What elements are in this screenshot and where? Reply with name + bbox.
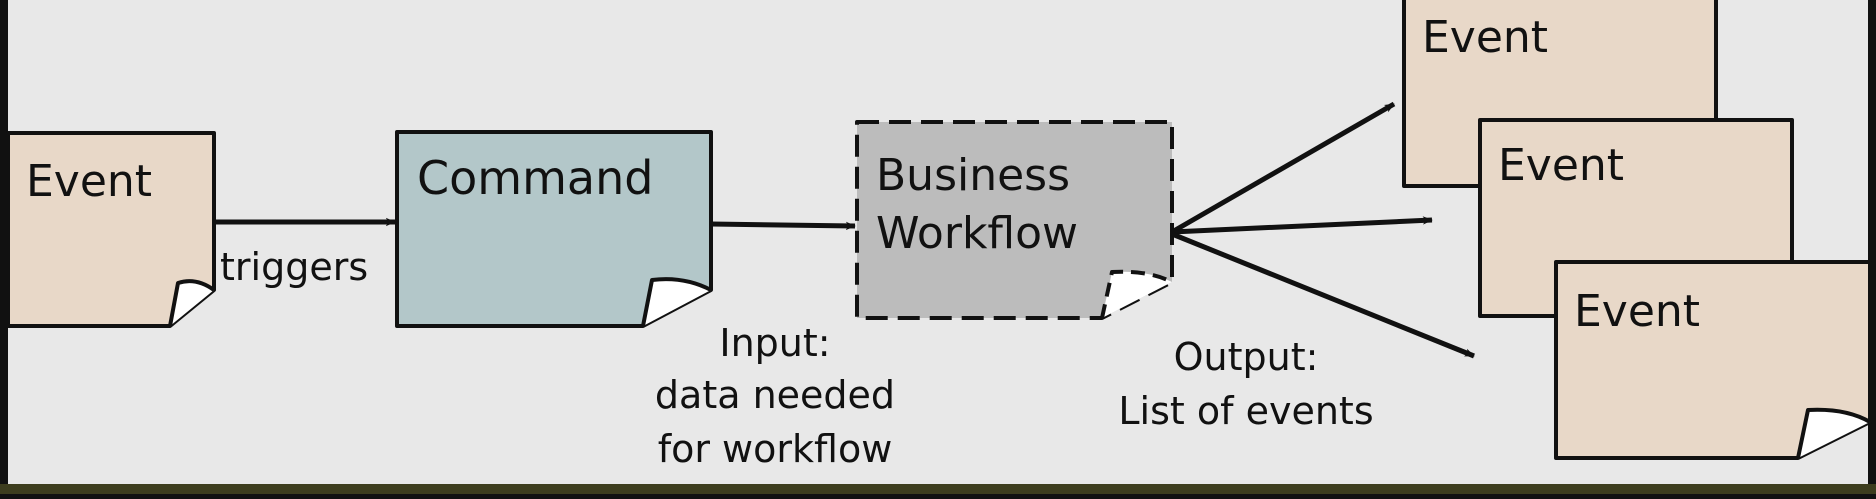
arrow-workflow-to-event-1: [1170, 101, 1396, 235]
input-label-line2: data needed: [655, 373, 895, 417]
workflow-label-line1: Business: [876, 150, 1070, 201]
input-label-line3: for workflow: [658, 427, 893, 471]
command-note: Command: [395, 130, 713, 328]
page-curl-icon: [1796, 407, 1872, 459]
page-curl-icon: [641, 277, 712, 327]
output-label-line2: List of events: [1118, 389, 1373, 433]
triggers-label: triggers: [220, 245, 368, 289]
event-source-label: Event: [26, 156, 152, 207]
page-curl-icon: [168, 279, 216, 327]
event-output-label-3: Event: [1574, 286, 1700, 337]
arrow-workflow-to-event-2: [1171, 216, 1433, 235]
arrow-workflow-to-event-3: [1171, 231, 1475, 359]
command-label: Command: [417, 151, 653, 205]
event-output-note-3: Event: [1554, 260, 1872, 460]
business-workflow-note: Business Workflow: [855, 120, 1174, 320]
event-source-note: Event: [6, 131, 216, 328]
output-label-line1: Output:: [1174, 335, 1319, 379]
arrow-command-to-workflow: [710, 221, 856, 231]
workflow-label-line2: Workflow: [876, 208, 1078, 259]
page-curl-icon: [1100, 269, 1173, 319]
event-output-label-1: Event: [1422, 12, 1548, 63]
footer-band: [0, 484, 1876, 494]
event-output-label-2: Event: [1498, 140, 1624, 191]
input-label-line1: Input:: [719, 321, 830, 365]
